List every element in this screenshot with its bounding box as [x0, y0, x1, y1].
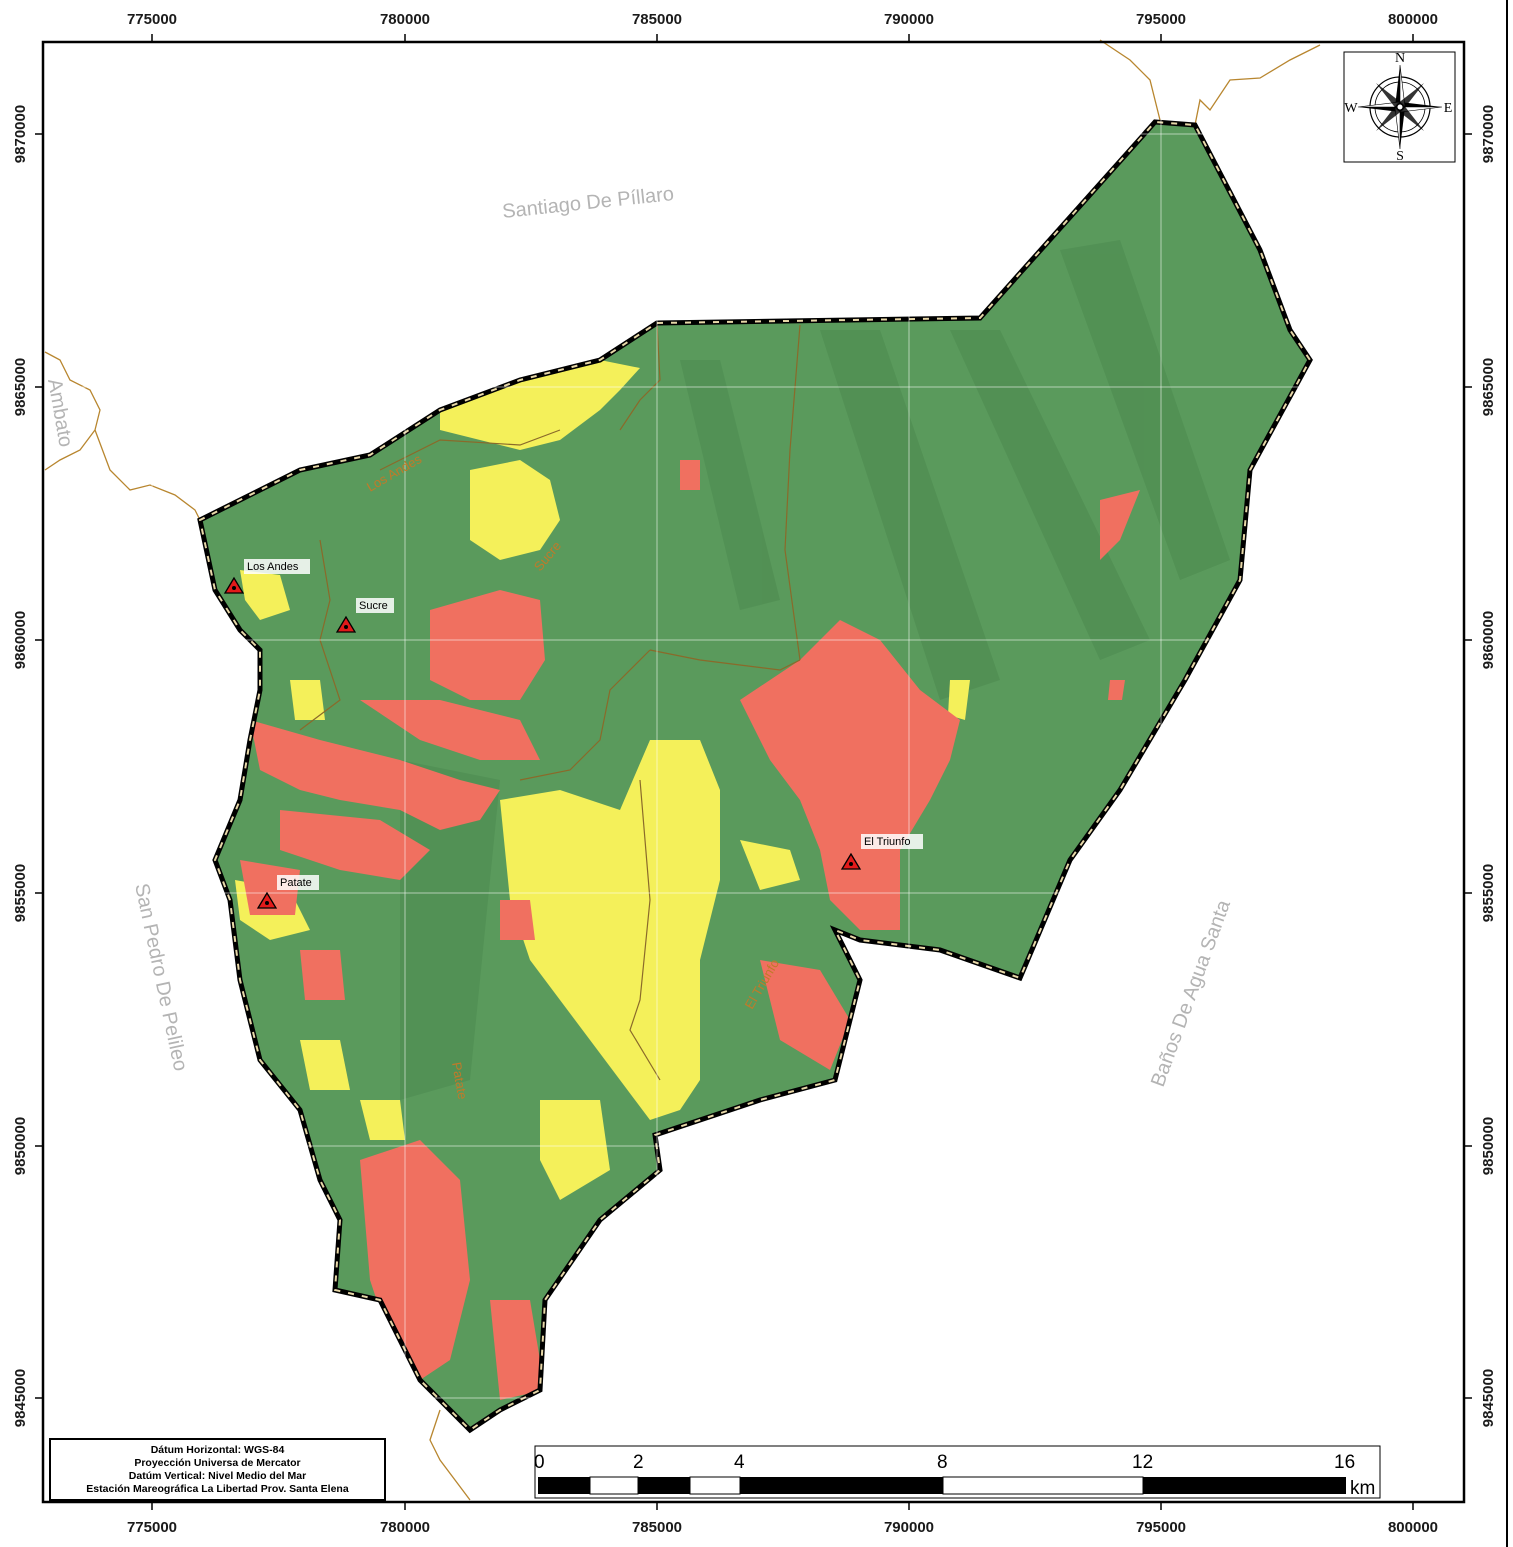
neighbor-label-west: San Pedro De Pelileo — [130, 881, 191, 1073]
scale-label: 12 — [1132, 1452, 1153, 1473]
datum-line: Proyección Universa de Mercator — [134, 1456, 301, 1469]
x-tick-label: 800000 — [1388, 1519, 1438, 1536]
neighbor-label-east: Baños De Agua Santa — [1147, 896, 1235, 1089]
y-tick-label: 9870000 — [12, 105, 29, 163]
x-tick-label: 800000 — [1388, 11, 1438, 28]
y-tick-label: 9860000 — [12, 611, 29, 669]
x-ticks-top: 775000 780000 785000 790000 795000 80000… — [127, 11, 1438, 28]
scale-bar: 0 2 4 8 12 16 km — [534, 1445, 1381, 1499]
scale-unit: km — [1350, 1478, 1375, 1499]
town-marker-icon — [335, 615, 357, 633]
compass-west-label: W — [1344, 101, 1358, 116]
town-marker-icon — [223, 576, 245, 594]
x-tick-label: 780000 — [380, 1519, 430, 1536]
x-tick-label: 775000 — [127, 11, 177, 28]
compass-south-label: S — [1396, 149, 1404, 164]
scale-label: 16 — [1334, 1452, 1355, 1473]
map-frame — [41, 40, 1466, 1504]
graticule — [43, 42, 1464, 1502]
y-tick-label: 9850000 — [1480, 1117, 1497, 1175]
scale-label: 0 — [534, 1452, 545, 1473]
town-sucre: Sucre — [335, 598, 394, 633]
neighbor-boundaries — [44, 39, 1321, 1501]
y-tick-label: 9865000 — [1480, 358, 1497, 416]
town-patate: Patate — [256, 875, 319, 909]
y-tick-label: 9870000 — [1480, 105, 1497, 163]
compass-east-label: E — [1444, 101, 1453, 116]
y-tick-label: 9855000 — [12, 864, 29, 922]
tick-marks — [35, 34, 1472, 1510]
x-tick-label: 785000 — [632, 11, 682, 28]
x-tick-label: 780000 — [380, 11, 430, 28]
datum-line: Estación Mareográfica La Libertad Prov. … — [86, 1482, 349, 1495]
town-label: Sucre — [359, 600, 388, 612]
scale-label: 2 — [633, 1452, 644, 1473]
town-label: Los Andes — [247, 561, 299, 573]
y-ticks-left: 9870000 9865000 9860000 9855000 9850000 … — [12, 105, 29, 1427]
datum-line: Datúm Vertical: Nivel Medio del Mar — [128, 1469, 307, 1482]
y-tick-label: 9855000 — [1480, 864, 1497, 922]
relief-shading — [400, 240, 1230, 1100]
town-marker-icon — [840, 852, 862, 870]
y-tick-label: 9845000 — [1480, 1369, 1497, 1427]
scale-label: 4 — [734, 1452, 745, 1473]
y-tick-label: 9845000 — [12, 1369, 29, 1427]
road-label: Patate — [449, 1061, 470, 1101]
y-ticks-right: 9870000 9865000 9860000 9855000 9850000 … — [1480, 105, 1497, 1427]
neighbor-label-north: Santiago De Píllaro — [501, 183, 675, 223]
x-tick-label: 795000 — [1136, 1519, 1186, 1536]
x-ticks-bottom: 775000 780000 785000 790000 795000 80000… — [127, 1519, 1438, 1536]
x-tick-label: 795000 — [1136, 11, 1186, 28]
yellow-zones — [235, 360, 970, 1200]
neighbor-label-northwest: Ambato — [43, 377, 77, 449]
x-tick-label: 790000 — [884, 1519, 934, 1536]
y-tick-label: 9865000 — [12, 358, 29, 416]
scale-label: 8 — [937, 1452, 948, 1473]
x-tick-label: 790000 — [884, 11, 934, 28]
compass-north-label: N — [1395, 51, 1405, 66]
town-label: Patate — [280, 877, 312, 889]
y-tick-label: 9860000 — [1480, 611, 1497, 669]
x-tick-label: 785000 — [632, 1519, 682, 1536]
datum-line: Dátum Horizontal: WGS-84 — [150, 1443, 285, 1456]
town-marker-icon — [256, 891, 278, 909]
compass-rose: N S E W — [1343, 51, 1456, 164]
town-los-andes: Los Andes — [223, 559, 310, 594]
x-tick-label: 775000 — [127, 1519, 177, 1536]
town-el-triunfo: El Triunfo — [840, 834, 923, 870]
datum-info-box: Dátum Horizontal: WGS-84 Proyección Univ… — [49, 1438, 386, 1501]
town-label: El Triunfo — [864, 836, 910, 848]
y-tick-label: 9850000 — [12, 1117, 29, 1175]
canton-outline-dashes — [198, 120, 1312, 1432]
